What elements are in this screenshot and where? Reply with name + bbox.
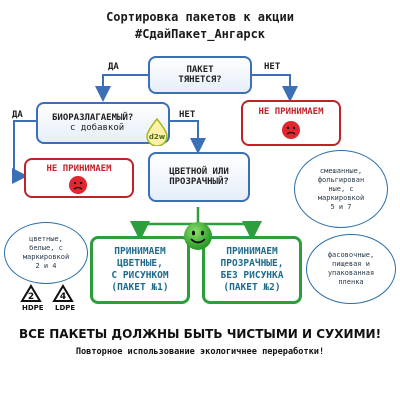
accept-box-colored: ПРИНИМАЕМ ЦВЕТНЫЕ, С РИСУНКОМ (ПАКЕТ №1) <box>90 236 190 304</box>
happy-face-icon <box>183 221 213 255</box>
footer-note: Повторное использование экологичнее пере… <box>75 347 325 357</box>
edge-label-q1-no: НЕТ <box>264 62 281 72</box>
accept-colored-line: С РИСУНКОМ <box>111 270 169 281</box>
accept-transparent-line: (ПАКЕТ №2) <box>223 282 281 293</box>
bubble-rejected-types: смешанные, фольгирован ные, с маркировко… <box>294 150 388 228</box>
bubble-colored-types: цветные, белые, с маркировкой 2 и 4 <box>4 222 88 284</box>
sad-face-icon <box>281 120 301 144</box>
bubble-rejected-line: ные, с <box>328 184 354 193</box>
recycle-hdpe-label: HDPE <box>22 304 44 312</box>
footer-rule: ВСЕ ПАКЕТЫ ДОЛЖНЫ БЫТЬ ЧИСТЫМИ И СУХИМИ! <box>18 327 382 341</box>
bubble-transparent-line: пищевая и <box>332 260 370 268</box>
accept-transparent-line: БЕЗ РИСУНКА <box>220 270 284 281</box>
question-biodegradable-line1: БИОРАЗЛАГАЕМЫЙ? <box>52 113 134 123</box>
accept-colored-line: ПРИНИМАЕМ <box>114 246 166 257</box>
d2w-drop-icon: d2w <box>145 117 169 147</box>
accept-box-transparent: ПРИНИМАЕМ ПРОЗРАЧНЫЕ, БЕЗ РИСУНКА (ПАКЕТ… <box>202 236 302 304</box>
bubble-transparent-line: пленка <box>338 278 364 286</box>
bubble-rejected-line: маркировкой <box>317 193 365 202</box>
edge-q3-split-right <box>198 221 262 241</box>
question-color: ЦВЕТНОЙ ИЛИ ПРОЗРАЧНЫЙ? <box>148 152 250 202</box>
question-biodegradable-line2: с добавкой <box>70 123 125 133</box>
bubble-transparent-types: фасовочные, пищевая и упакованная пленка <box>306 234 396 304</box>
reject-left-label: НЕ ПРИНИМАЕМ <box>46 164 112 174</box>
question-color-line2: ПРОЗРАЧНЫЙ? <box>169 177 229 187</box>
recycle-hdpe-number: 2 <box>28 292 34 302</box>
question-stretches-line1: ПАКЕТ <box>186 65 214 75</box>
edge-label-q2-yes: ДА <box>12 110 23 120</box>
accept-colored-line: ЦВЕТНЫЕ, <box>117 258 163 269</box>
bubble-colored-line: белые, с <box>29 244 63 252</box>
bubble-rejected-line: фольгирован <box>317 175 365 184</box>
recycle-ldpe-number: 4 <box>60 292 66 302</box>
question-stretches-line2: ТЯНЕТСЯ? <box>178 75 222 85</box>
sad-face-icon <box>68 175 88 199</box>
edge-q3-split <box>130 207 200 241</box>
question-color-line1: ЦВЕТНОЙ ИЛИ <box>169 167 229 177</box>
edge-q1-no <box>252 74 298 102</box>
bubble-rejected-line: смешанные, <box>319 166 363 175</box>
accept-transparent-line: ПРИНИМАЕМ <box>226 246 278 257</box>
recycle-ldpe-label: LDPE <box>55 304 76 312</box>
accept-colored-line: (ПАКЕТ №1) <box>111 282 169 293</box>
edge-q2-yes <box>12 120 36 184</box>
edge-label-q2-no: НЕТ <box>179 110 196 120</box>
diagram-hashtag: #СдайПакет_Ангарск <box>134 27 266 41</box>
edge-label-q1-yes: ДА <box>108 62 119 72</box>
edge-q2-no <box>170 120 206 154</box>
bubble-transparent-line: фасовочные, <box>327 251 375 259</box>
d2w-label: d2w <box>149 133 166 141</box>
bubble-colored-line: маркировкой <box>22 253 70 261</box>
diagram-title: Сортировка пакетов к акции <box>106 10 294 24</box>
recycle-ldpe-icon: 4 <box>52 284 74 304</box>
edge-q1-yes <box>95 74 148 102</box>
bubble-rejected-line: 5 и 7 <box>330 202 352 211</box>
question-stretches: ПАКЕТ ТЯНЕТСЯ? <box>148 56 252 94</box>
bubble-transparent-line: упакованная <box>327 269 375 277</box>
reject-right-label: НЕ ПРИНИМАЕМ <box>258 107 324 117</box>
recycle-hdpe-icon: 2 <box>20 284 42 304</box>
accept-transparent-line: ПРОЗРАЧНЫЕ, <box>220 258 284 269</box>
bubble-colored-line: 2 и 4 <box>35 262 57 270</box>
bubble-colored-line: цветные, <box>29 235 63 243</box>
